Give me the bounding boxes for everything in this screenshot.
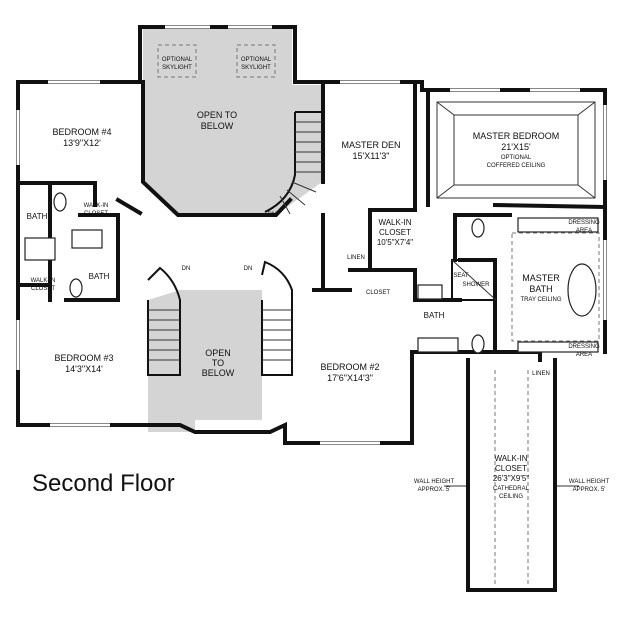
open-to-below-top-area bbox=[143, 27, 322, 215]
closet-center-label: CLOSET bbox=[366, 290, 390, 296]
open-bottom-label-3: BELOW bbox=[202, 368, 235, 378]
toilet bbox=[471, 218, 485, 238]
skylight-right-label-2: SKYLIGHT bbox=[241, 65, 271, 71]
master-bath-label-1: MASTER bbox=[522, 273, 560, 283]
stair-dn-top-label: DN bbox=[268, 212, 277, 218]
wall-height-left-1: WALL HEIGHT bbox=[414, 479, 455, 485]
sink-center bbox=[417, 284, 443, 300]
tub-left-2 bbox=[71, 229, 103, 249]
shower-mark bbox=[451, 259, 497, 301]
walkin-long-note-2: CEILING bbox=[499, 494, 523, 500]
toilet bbox=[53, 192, 67, 212]
walkin-small-label-2: CLOSET bbox=[84, 211, 108, 217]
floor-title: Second Floor bbox=[32, 470, 175, 497]
wall-height-left-2: APPROX. 5' bbox=[418, 487, 451, 493]
open-bottom-label-2: TO bbox=[212, 358, 224, 368]
coffer-corner bbox=[577, 184, 596, 199]
tub-left bbox=[24, 237, 56, 261]
walkin-small-label-1: WALK-IN bbox=[84, 203, 109, 209]
walkin-long-label-1: WALK-IN bbox=[494, 454, 527, 463]
walkin-center-label-1: WALK-IN bbox=[378, 218, 411, 227]
open-to-below-bottom-area bbox=[148, 290, 262, 432]
bath-left-top-label: BATH bbox=[27, 212, 48, 221]
coffer-outer bbox=[436, 101, 596, 199]
top-stair bbox=[264, 111, 322, 215]
open-top-label-1: OPEN TO bbox=[197, 110, 237, 120]
bath-left-mid-label: BATH bbox=[89, 272, 110, 281]
bedroom3-name: BEDROOM #3 bbox=[54, 353, 113, 363]
vanity-bottom bbox=[517, 341, 599, 353]
walkin-center-dims: 10'5"X7'4" bbox=[377, 238, 413, 247]
master-bedroom-note-1: OPTIONAL bbox=[501, 155, 532, 161]
bathtub bbox=[567, 263, 597, 317]
bedroom3-dims: 14'3"X14' bbox=[65, 364, 103, 374]
stair-dn-left-label: DN bbox=[182, 266, 191, 272]
toilet bbox=[69, 278, 83, 298]
wall-height-right-2: APPROX. 5' bbox=[573, 487, 606, 493]
octagon-wall bbox=[138, 25, 297, 217]
master-den-dims: 15'X11'3" bbox=[353, 151, 390, 161]
master-bedroom-note-2: COFFERED CEILING bbox=[487, 163, 546, 169]
bedroom4-name: BEDROOM #4 bbox=[52, 127, 111, 137]
tray-ceiling-outline bbox=[511, 232, 600, 342]
skylight-left-label-2: SKYLIGHT bbox=[162, 65, 192, 71]
walkin-long-note-1: CATHEDRAL bbox=[493, 486, 530, 492]
linen-right-label: LINEN bbox=[532, 371, 550, 377]
open-bottom-label-1: OPEN bbox=[205, 348, 231, 358]
dressing-bottom-label-2: AREA bbox=[576, 352, 592, 358]
skylight-left-label-1: OPTIONAL bbox=[162, 57, 193, 63]
coffer-corner bbox=[436, 101, 455, 116]
bedroom2-name: BEDROOM #2 bbox=[320, 362, 379, 372]
dressing-top-label-2: AREA bbox=[576, 228, 592, 234]
bedroom2-dims: 17'6"X14'3" bbox=[327, 373, 373, 383]
dressing-top-label-1: DRESSING bbox=[568, 220, 600, 226]
shower-stall bbox=[451, 259, 497, 301]
coffer-corner bbox=[577, 101, 596, 116]
seat-label: SEAT bbox=[453, 273, 469, 279]
master-bedroom-dims: 21'X15' bbox=[501, 142, 531, 152]
coffer-inner bbox=[453, 114, 579, 186]
bath-center-label: BATH bbox=[424, 311, 445, 320]
wall-height-right-1: WALL HEIGHT bbox=[569, 479, 610, 485]
master-bath-note: TRAY CEILING bbox=[520, 297, 561, 303]
bottom-stair bbox=[147, 260, 293, 376]
toilet bbox=[471, 334, 485, 354]
tub-center bbox=[417, 337, 459, 353]
master-bedroom-name: MASTER BEDROOM bbox=[473, 131, 560, 141]
master-den-name: MASTER DEN bbox=[341, 140, 400, 150]
walk-in-closet-walls bbox=[466, 358, 557, 592]
master-bath-label-2: BATH bbox=[529, 284, 552, 294]
walkin-long-dims: 26'3"X9'5" bbox=[493, 474, 529, 483]
stair-dn-right-label: DN bbox=[244, 266, 253, 272]
skylight-right-label-1: OPTIONAL bbox=[241, 57, 272, 63]
walkin-left-label-2: CLOSET bbox=[31, 286, 55, 292]
dressing-bottom-label-1: DRESSING bbox=[568, 344, 600, 350]
walkin-long-label-2: CLOSET bbox=[495, 464, 527, 473]
coffer-corner bbox=[436, 184, 455, 199]
walkin-left-label-1: WALK-IN bbox=[31, 278, 56, 284]
bedroom4-dims: 13'9"X12' bbox=[63, 138, 101, 148]
linen-center-label: LINEN bbox=[347, 255, 365, 261]
walkin-center-label-2: CLOSET bbox=[379, 228, 411, 237]
vanity-top bbox=[517, 217, 599, 233]
shower-label: SHOWER bbox=[463, 282, 491, 288]
open-top-label-2: BELOW bbox=[201, 121, 234, 131]
